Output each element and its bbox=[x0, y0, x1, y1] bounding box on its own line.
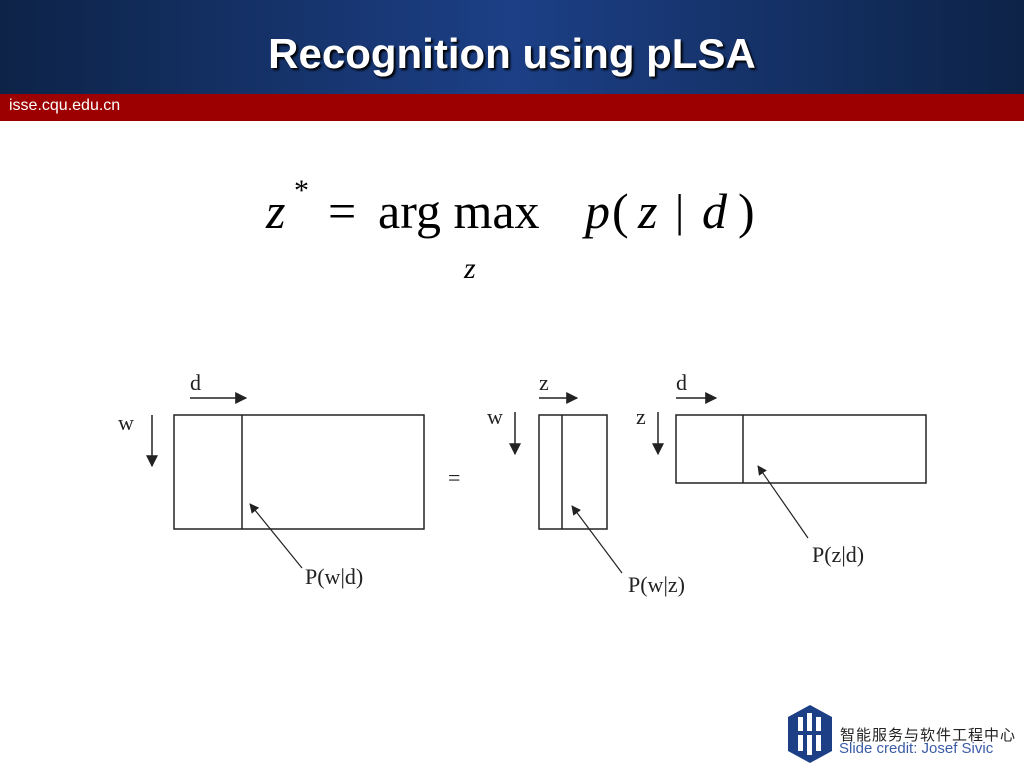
plsa-decomposition-diagram: d w P(w|d) = z w P(w|z) d z P(z|d) bbox=[118, 370, 927, 597]
slide-credit: Slide credit: Josef Sivic bbox=[839, 740, 994, 757]
formula-close-paren: ) bbox=[738, 183, 755, 239]
matrix2-col-label: z bbox=[539, 370, 549, 395]
institute-logo-text: 智能服务与软件工程中心 bbox=[840, 728, 1017, 744]
matrix3-row-label: z bbox=[636, 404, 646, 429]
matrix2-caption: P(w|z) bbox=[628, 572, 685, 597]
site-bar bbox=[0, 94, 1024, 121]
matrix3-pointer bbox=[757, 465, 809, 539]
institute-logo-icon bbox=[788, 705, 832, 763]
formula-subscript: z bbox=[463, 252, 476, 285]
matrix3-col-label: d bbox=[676, 370, 687, 395]
matrix2-rect bbox=[538, 414, 608, 530]
matrix1-pointer bbox=[249, 503, 303, 569]
formula-bar: | bbox=[675, 185, 684, 236]
matrix3-caption: P(z|d) bbox=[812, 542, 864, 567]
slide-title: Recognition using pLSA bbox=[268, 30, 756, 77]
formula-z-star: z bbox=[265, 183, 285, 239]
matrix1-col-label: d bbox=[190, 370, 201, 395]
formula-argmax: arg max bbox=[378, 183, 540, 239]
argmax-formula: z * = arg max p ( z | d ) z bbox=[265, 174, 755, 285]
matrix3-rect bbox=[675, 414, 927, 484]
matrix1-caption: P(w|d) bbox=[305, 564, 363, 589]
slide-header: Recognition using pLSA bbox=[0, 0, 1024, 94]
matrix-p-z-given-d: d z P(z|d) bbox=[636, 370, 927, 567]
matrix-p-w-given-z: z w P(w|z) bbox=[487, 370, 685, 597]
formula-open-paren: ( bbox=[612, 183, 629, 239]
site-url: isse.cqu.edu.cn bbox=[9, 97, 121, 114]
formula-equals: = bbox=[328, 183, 356, 239]
formula-superscript: * bbox=[294, 174, 309, 207]
matrix-p-w-given-d: d w P(w|d) bbox=[118, 370, 425, 589]
decomposition-equals: = bbox=[448, 465, 460, 490]
matrix2-row-label: w bbox=[487, 404, 503, 429]
matrix1-rect bbox=[173, 414, 425, 530]
matrix1-row-label: w bbox=[118, 410, 134, 435]
matrix2-pointer bbox=[571, 505, 623, 574]
formula-p: p bbox=[582, 183, 610, 239]
formula-z: z bbox=[637, 183, 657, 239]
formula-d: d bbox=[702, 183, 728, 239]
